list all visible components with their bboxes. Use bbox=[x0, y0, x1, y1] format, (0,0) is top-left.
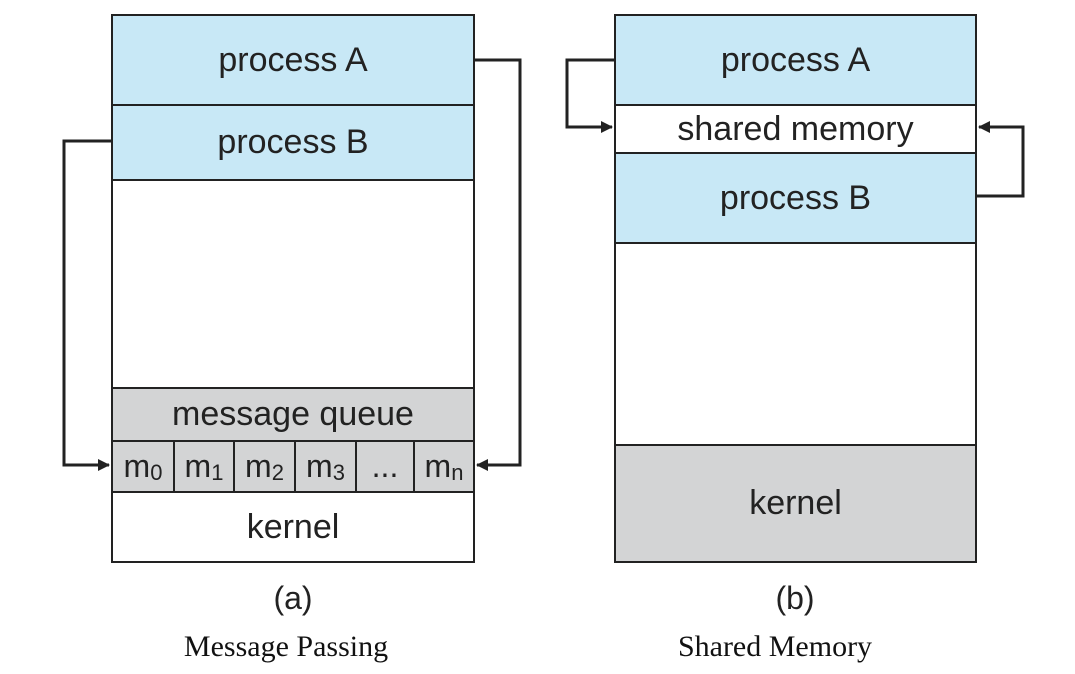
process-b-label: process B bbox=[217, 123, 369, 161]
free-memory-region bbox=[616, 244, 975, 444]
kernel-label: kernel bbox=[246, 507, 340, 546]
process-b-region: process B bbox=[616, 154, 975, 244]
message-queue-header: message queue bbox=[113, 387, 473, 440]
process-a-label: process A bbox=[218, 40, 368, 79]
shared-memory-label: shared memory bbox=[677, 109, 914, 148]
shared-memory-region: shared memory bbox=[616, 106, 975, 154]
message-queue-label: message queue bbox=[172, 395, 414, 433]
panel-b-title: Shared Memory bbox=[677, 630, 873, 663]
arrow-process-b-to-queue bbox=[62, 139, 111, 471]
panel-a-title: Message Passing bbox=[183, 630, 389, 663]
panel-b-label: (b) bbox=[775, 580, 815, 616]
panel-a-label: (a) bbox=[273, 580, 313, 616]
process-b-region: process B bbox=[113, 106, 473, 181]
kernel-region: kernel bbox=[113, 493, 473, 561]
message-cell-ellipsis: ... bbox=[355, 442, 413, 491]
process-a-region: process A bbox=[616, 16, 975, 106]
arrow-process-a-to-shared-memory bbox=[565, 58, 614, 133]
process-b-label: process B bbox=[719, 178, 872, 217]
shared-memory-block: process A shared memory process B kernel bbox=[614, 14, 977, 563]
free-memory-region bbox=[113, 181, 473, 387]
kernel-region: kernel bbox=[616, 444, 975, 561]
process-a-region: process A bbox=[113, 16, 473, 106]
arrow-process-b-to-shared-memory bbox=[977, 121, 1025, 198]
process-a-label: process A bbox=[720, 40, 871, 79]
kernel-label: kernel bbox=[749, 484, 842, 522]
arrow-process-a-to-queue bbox=[475, 58, 522, 471]
